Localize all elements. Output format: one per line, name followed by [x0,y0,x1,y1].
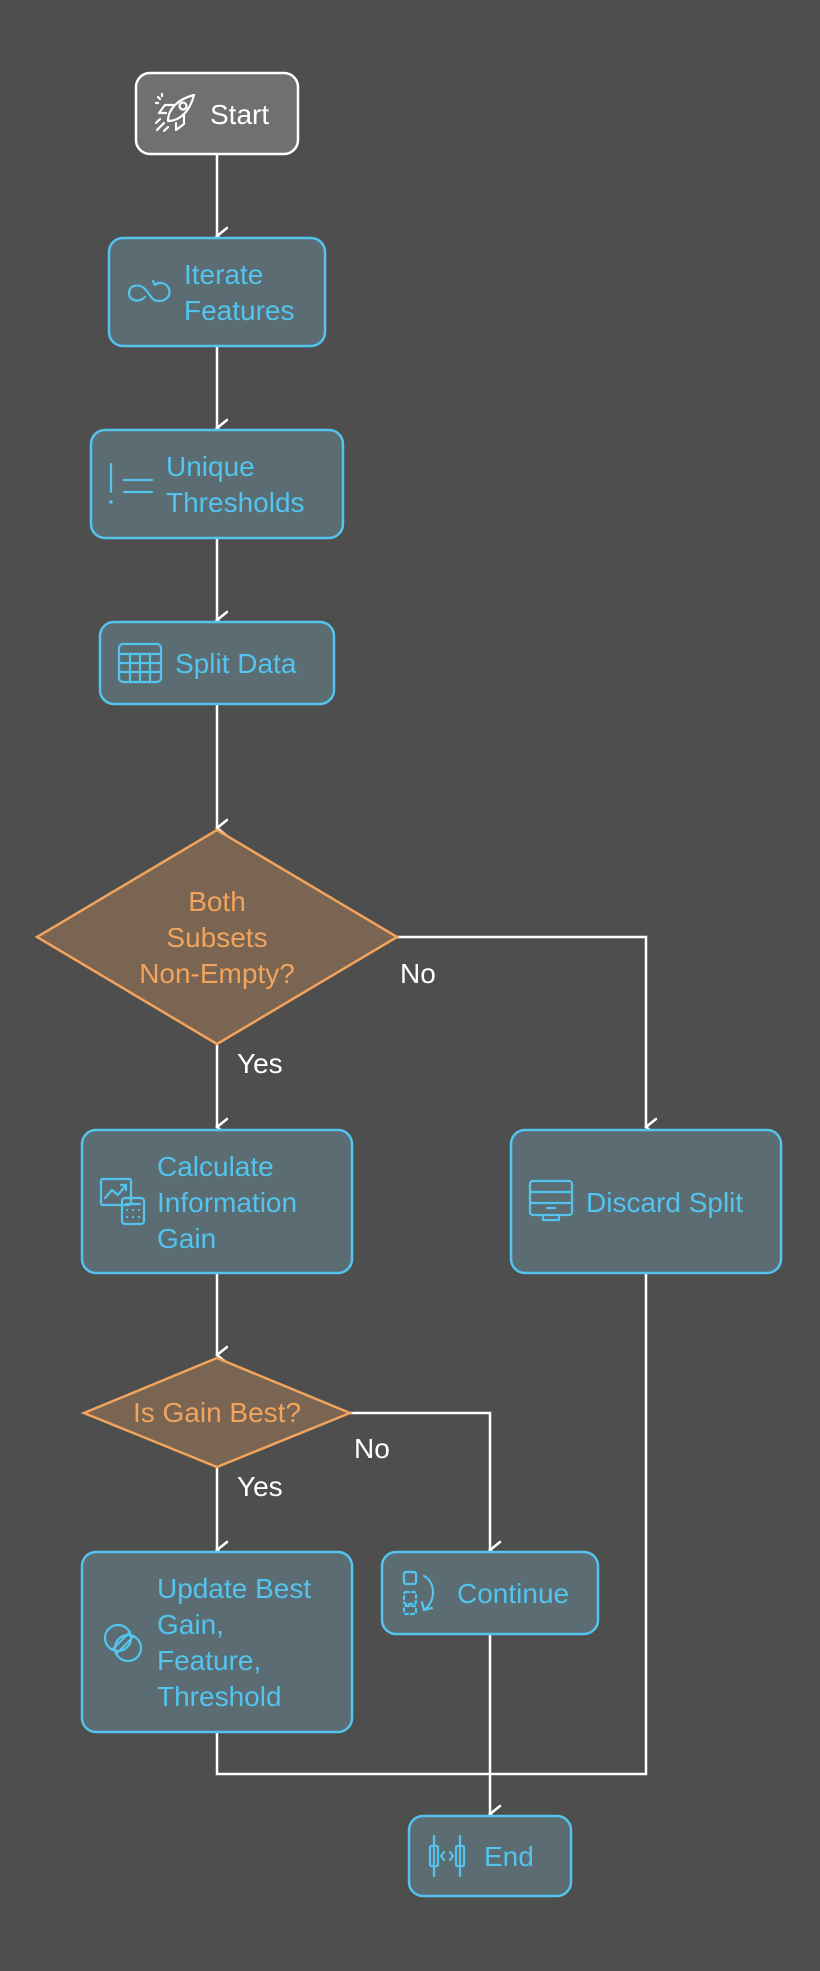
edge-label-best-yes: Yes [237,1471,283,1502]
edges [214,155,658,1824]
chart-calculator-icon [99,1177,146,1226]
update-line3: Feature, [157,1645,261,1676]
both-line2: Subsets [166,922,267,953]
edge-update-merge [215,1733,490,1776]
edge-isbest-continue [350,1411,502,1560]
decision-is-gain-best[interactable]: Is Gain Best? [80,1356,354,1469]
continue-label: Continue [457,1578,569,1609]
discard-label: Discard Split [586,1187,743,1218]
both-line1: Both [188,886,246,917]
isbest-label: Is Gain Best? [133,1397,301,1428]
rocket-icon [154,92,196,133]
table-grid-icon [117,642,163,684]
unique-line2: Thresholds [166,487,305,518]
node-calculate-gain[interactable]: Calculate Information Gain [80,1128,354,1275]
end-label: End [484,1841,534,1872]
node-split-data[interactable]: Split Data [98,620,336,706]
edge-label-best-no: No [354,1433,390,1464]
list-icon [109,462,154,504]
edge-discard-merge [490,1273,648,1776]
node-update-best[interactable]: Update Best Gain, Feature, Threshold [80,1550,354,1734]
calc-line1: Calculate [157,1151,274,1182]
target-icon [103,1623,143,1663]
start-label: Start [210,99,269,130]
iterate-line1: Iterate [184,259,263,290]
node-start[interactable]: Start [134,71,300,156]
iterate-line2: Features [184,295,295,326]
unique-line1: Unique [166,451,255,482]
update-line4: Threshold [157,1681,282,1712]
rotate-arrow-icon [402,1570,435,1616]
node-iterate-features[interactable]: Iterate Features [107,236,327,348]
infinity-loop-icon [127,279,171,303]
edge-label-both-no: No [400,958,436,989]
node-end[interactable]: End [407,1814,573,1898]
node-discard-split[interactable]: Discard Split [509,1128,783,1275]
edge-both-discard [397,935,658,1137]
edge-label-both-yes: Yes [237,1048,283,1079]
decision-both-subsets[interactable]: Both Subsets Non-Empty? [34,828,400,1046]
calc-line3: Gain [157,1223,216,1254]
node-continue[interactable]: Continue [380,1550,600,1636]
both-line3: Non-Empty? [139,958,295,989]
tray-icon [528,1179,574,1222]
split-label: Split Data [175,648,297,679]
update-line1: Update Best [157,1573,311,1604]
update-line2: Gain, [157,1609,224,1640]
calc-line2: Information [157,1187,297,1218]
code-brackets-icon [428,1834,466,1878]
node-unique-thresholds[interactable]: Unique Thresholds [89,428,345,540]
